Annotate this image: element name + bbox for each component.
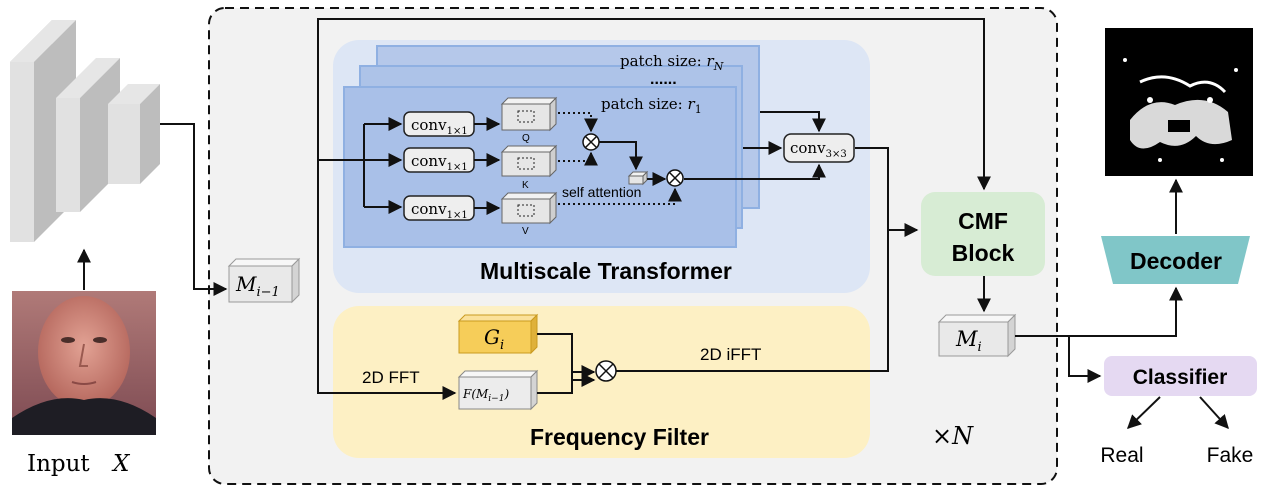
svg-text:Mi−1: Mi−1: [235, 272, 280, 300]
fft-label: 2D FFT: [362, 368, 420, 387]
ifft-label: 2D iFFT: [700, 345, 761, 364]
conv1x1-box-k: conv1×1: [403, 147, 475, 173]
v-cube: [500, 191, 558, 225]
svg-text:CMF: CMF: [958, 208, 1008, 234]
decoder-block: Decoder: [1101, 236, 1250, 284]
k-label: K: [522, 180, 529, 191]
conv1x1-box-v: conv1×1: [403, 195, 475, 221]
prev-feature-box: Mi−1: [227, 257, 301, 304]
input-label: Input: [27, 451, 90, 477]
svg-text:F(Mi−1): F(Mi−1): [462, 387, 509, 404]
out-feature-box: Mi: [937, 313, 1017, 358]
connectors: [160, 18, 1229, 430]
q-label: Q: [522, 133, 530, 144]
conv3x3-box: conv3×3: [783, 133, 855, 163]
patch-size-top-label: patch size: rN: [620, 52, 724, 73]
multiply-node-attn: [666, 169, 684, 187]
svg-text:Gi: Gi: [484, 325, 504, 353]
encoder-feature-blocks: [10, 20, 160, 242]
v-label: V: [522, 226, 529, 237]
repeat-times-label: ×N: [932, 422, 974, 450]
svg-text:Classifier: Classifier: [1133, 366, 1228, 389]
frequency-title: Frequency Filter: [530, 424, 709, 450]
output-mask-image: [1105, 28, 1253, 176]
patch-dots: ......: [650, 71, 677, 88]
k-cube: [500, 144, 558, 178]
svg-text:Block: Block: [952, 240, 1015, 266]
svg-text:Decoder: Decoder: [1130, 248, 1222, 274]
input-var: X: [111, 451, 131, 477]
self-attention-label: self attention: [562, 184, 641, 200]
multiply-node-frequency: [595, 360, 617, 382]
attention-map-cube: [627, 170, 649, 186]
f-box: F(Mi−1): [457, 369, 539, 411]
q-cube: [500, 96, 558, 132]
svg-text:conv1×1: conv1×1: [411, 200, 468, 221]
multiply-node-qk: [582, 133, 600, 151]
svg-text:conv1×1: conv1×1: [411, 116, 468, 137]
svg-text:conv1×1: conv1×1: [411, 152, 468, 173]
svg-text:conv3×3: conv3×3: [790, 139, 847, 160]
conv1x1-box-q: conv1×1: [403, 111, 475, 137]
fake-label: Fake: [1207, 444, 1254, 467]
classifier-block: Classifier: [1104, 356, 1257, 396]
cmf-block: CMF Block: [921, 192, 1045, 276]
transformer-title: Multiscale Transformer: [480, 258, 732, 284]
g-box: Gi: [457, 313, 539, 355]
real-label: Real: [1100, 444, 1143, 467]
input-face-image: [12, 291, 156, 435]
svg-text:Mi: Mi: [955, 327, 982, 355]
patch-size-front-label: patch size: r1: [601, 95, 702, 116]
